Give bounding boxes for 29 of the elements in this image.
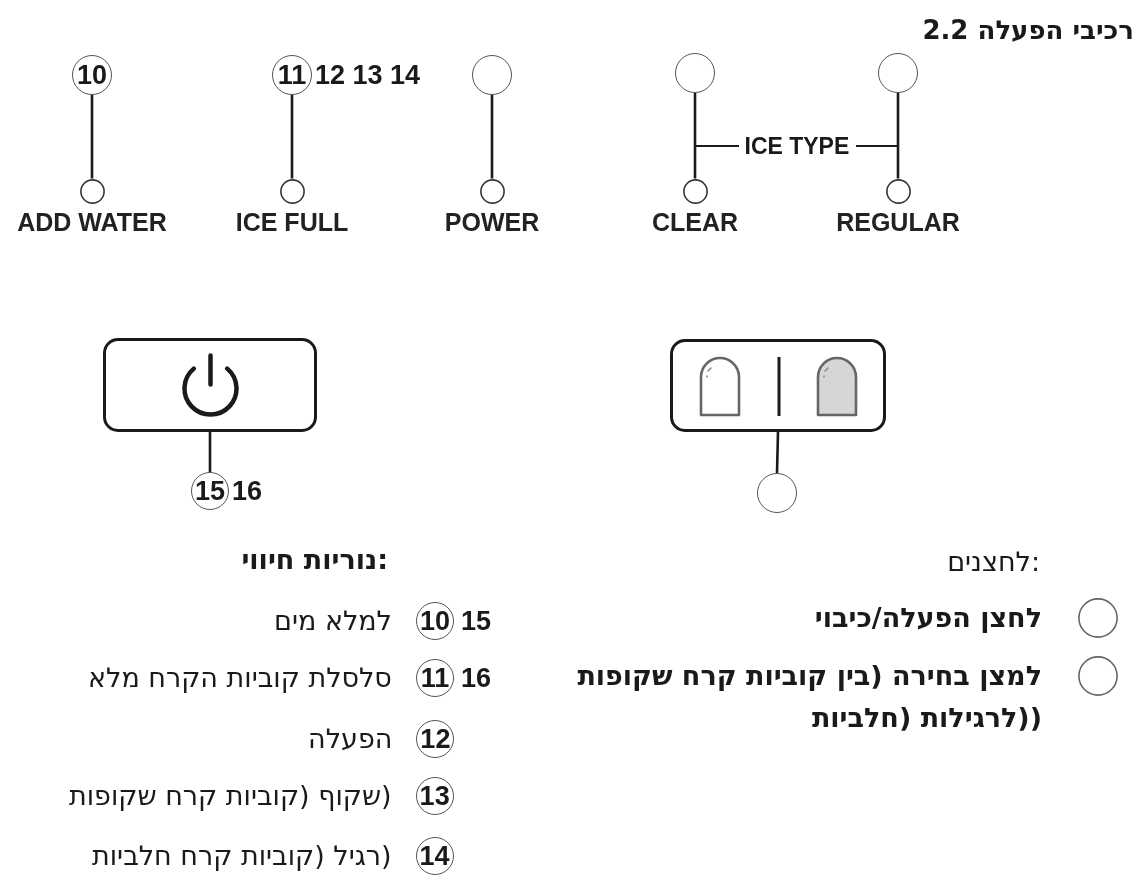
section-title: רכיבי הפעלה 2.2 [922,13,1134,47]
callout-number: 15 [460,604,491,638]
power-button [103,338,317,432]
group-label: ICE TYPE [744,131,850,161]
legend-text: לחצן הפעלה/כיבוי [814,601,1042,635]
indicator-label: ADD WATER [17,207,167,236]
indicator-description: (שקוף (קוביות קרח שקופות [69,779,392,813]
callout-number: 16 [460,661,491,695]
callout-number: 12 13 14 [315,61,421,89]
leader-line [290,95,294,179]
leader-line [90,95,94,179]
indicator-description: סלסלת קוביות הקרח מלא [88,661,392,695]
indicator-description: (רגיל (קוביות קרח חלביות [92,839,392,873]
indicator-label: POWER [444,207,540,236]
leader-line [693,93,697,179]
list-heading: :נוריות חיווי [241,543,388,577]
indicator-label: CLEAR [651,207,739,236]
legend-text: למצן בחירה (בין קוביות קרח שקופות ((לרגילות (חלביות [576,659,1042,735]
indicator-description: הפעלה [308,722,393,756]
list-heading: :לחצנים [947,545,1040,579]
callout-number: 16 [232,477,263,505]
leader-line [775,431,780,474]
indicator-description: למלא מים [274,604,392,638]
selector-button [670,339,886,432]
indicator-label: ICE FULL [235,207,349,236]
leader-line [896,93,900,179]
indicator-label: REGULAR [836,207,960,236]
leader-line [490,95,494,179]
leader-line [208,432,212,472]
